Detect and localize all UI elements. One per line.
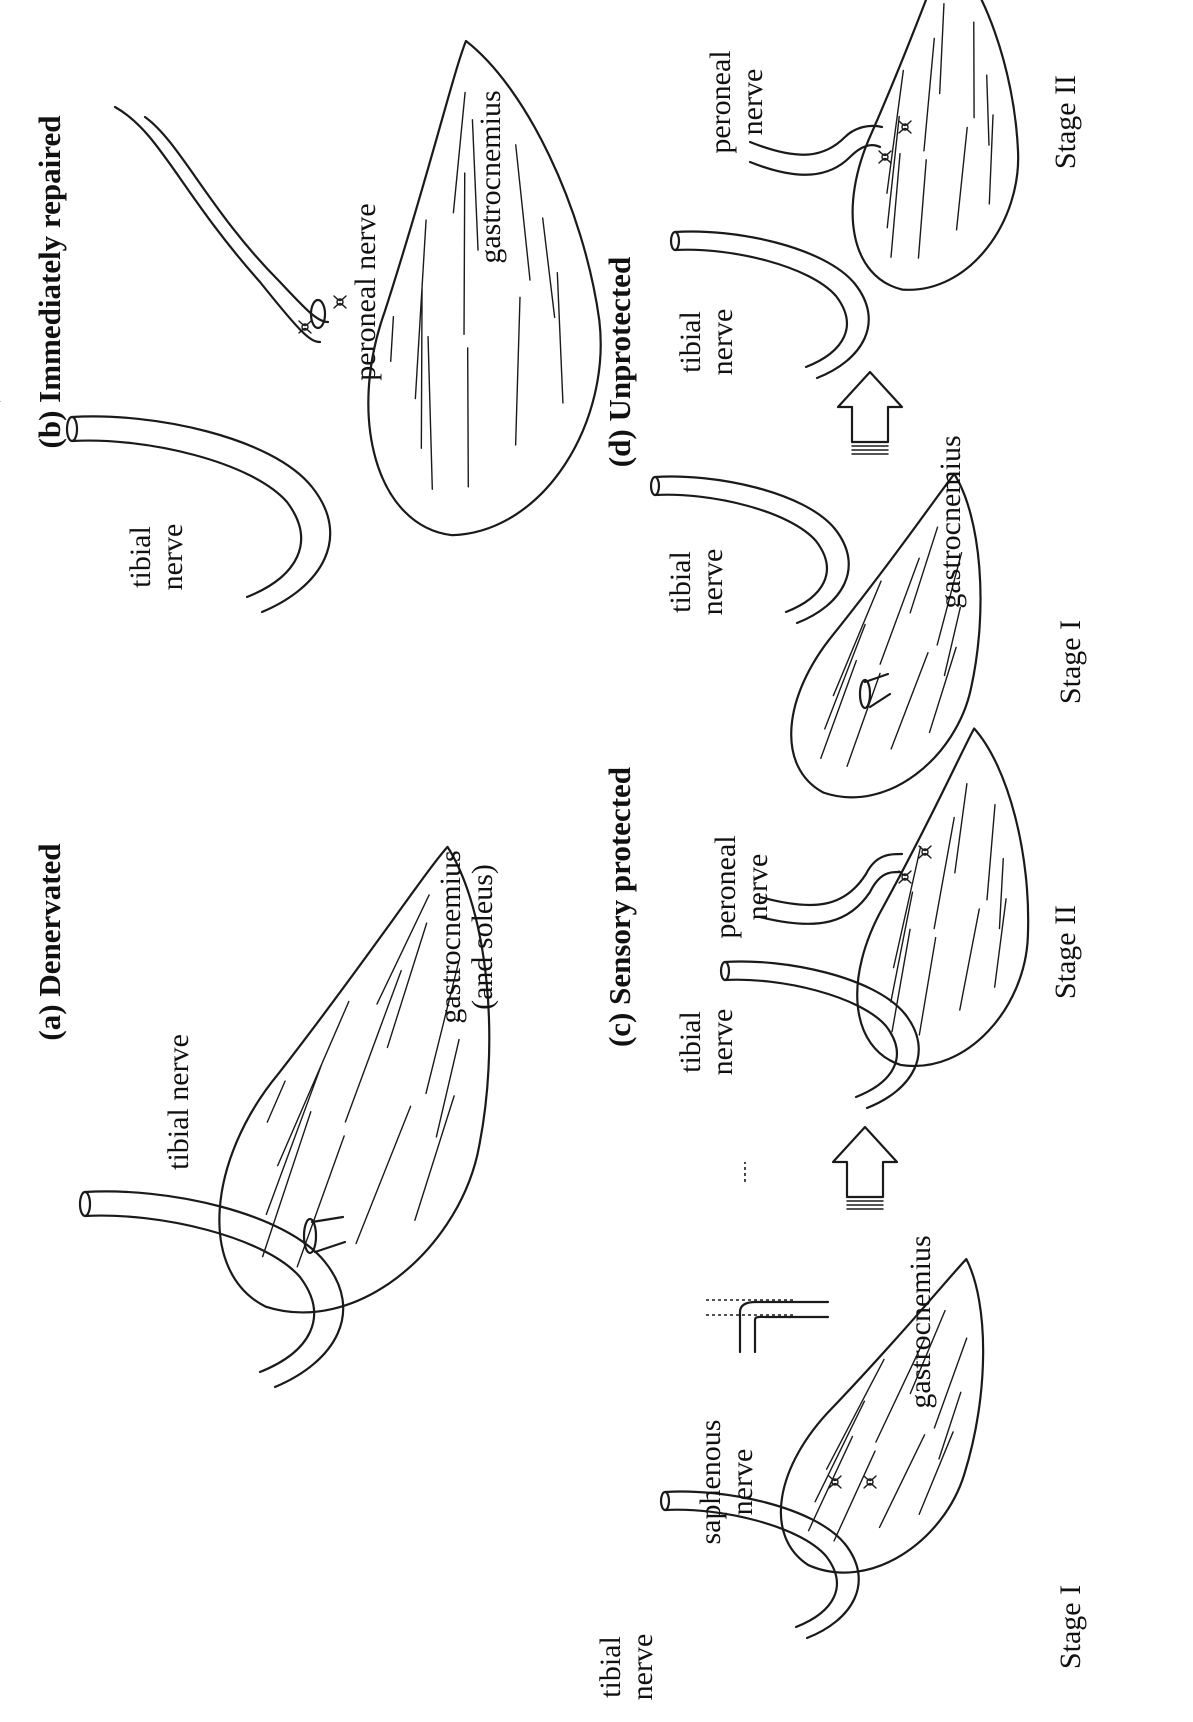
panel-d-tibial-label-2: nerve: [696, 549, 729, 616]
panel-a-muscle-label-2: (and soleus): [466, 864, 499, 1010]
panel-b-tibial-label-2: nerve: [156, 524, 189, 591]
panel-b-tibial-label-1: tibial: [124, 526, 157, 588]
panel-a-title: (a) Denervated: [32, 843, 67, 1040]
panel-b-title: (b) Immediately repaired: [32, 116, 67, 449]
panel-d-stage2-tibial-label-1: tibial: [674, 311, 707, 373]
panel-c-stage1-label: Stage I: [1054, 1585, 1087, 1669]
panel-c-arrow: [833, 1127, 897, 1209]
panel-d-muscle-label: gastrocnemius: [934, 435, 967, 608]
panel-c-peroneal-label-1: peroneal: [709, 835, 742, 938]
panel-b-muscle-label: gastrocnemius: [474, 90, 507, 263]
panel-a-muscle-label-1: gastrocnemius: [434, 850, 467, 1023]
panel-d: (d) Unprotected tibial nerve gastrocnemi…: [602, 0, 1115, 830]
panel-c-tibial-label-1: tibial: [594, 1636, 627, 1698]
panel-c-saphenous-label-1: saphenous: [694, 1420, 727, 1545]
panel-d-stage2-tibial-label-2: nerve: [706, 309, 739, 376]
panel-b-tibial-nerve: [67, 416, 330, 612]
panel-d-tibial-label-1: tibial: [664, 551, 697, 613]
panel-c-stage2-tibial-nerve: [721, 961, 919, 1108]
panel-d-peroneal-label-2: nerve: [736, 69, 769, 136]
panel-d-stage1-muscle: [717, 474, 1086, 830]
panel-a-tibial-nerve: [80, 1191, 343, 1387]
panel-c-stage2-label: Stage II: [1049, 905, 1082, 999]
panel-b-peroneal-nerve: [115, 107, 346, 342]
panel-a-tibial-label: tibial nerve: [162, 1034, 195, 1170]
panel-c-muscle-label: gastrocnemius: [904, 1235, 937, 1408]
panel-c-stage2-tibial-label-1: tibial: [674, 1011, 707, 1073]
panel-d-arrow: [838, 372, 902, 454]
panel-a: (a) Denervated tibial nerve gastrocnemiu…: [32, 843, 639, 1387]
panel-d-title: (d) Unprotected: [602, 257, 637, 467]
panel-c-peroneal-label-2: nerve: [741, 854, 774, 921]
panel-c-saphenous-nerve: [703, 1162, 828, 1352]
panel-d-peroneal-label-1: peroneal: [704, 50, 737, 153]
panel-c-tibial-label-2: nerve: [626, 1634, 659, 1701]
panel-d-nerve-stump: [860, 674, 890, 708]
panel-d-stage2-peroneal-nerve: [750, 121, 911, 175]
panel-c-stage1-tibial-nerve: [661, 1491, 859, 1638]
panel-c-stage2-tibial-label-2: nerve: [706, 1009, 739, 1076]
panel-b-peroneal-label: peroneal nerve: [349, 203, 382, 380]
panel-c-stage1-muscle: [713, 1259, 1084, 1605]
panel-d-stage2-label: Stage II: [1049, 75, 1082, 169]
panel-d-stage1-label: Stage I: [1054, 620, 1087, 704]
panel-c-title: (c) Sensory protected: [602, 767, 637, 1047]
panel-c-saphenous-label-2: nerve: [726, 1449, 759, 1516]
